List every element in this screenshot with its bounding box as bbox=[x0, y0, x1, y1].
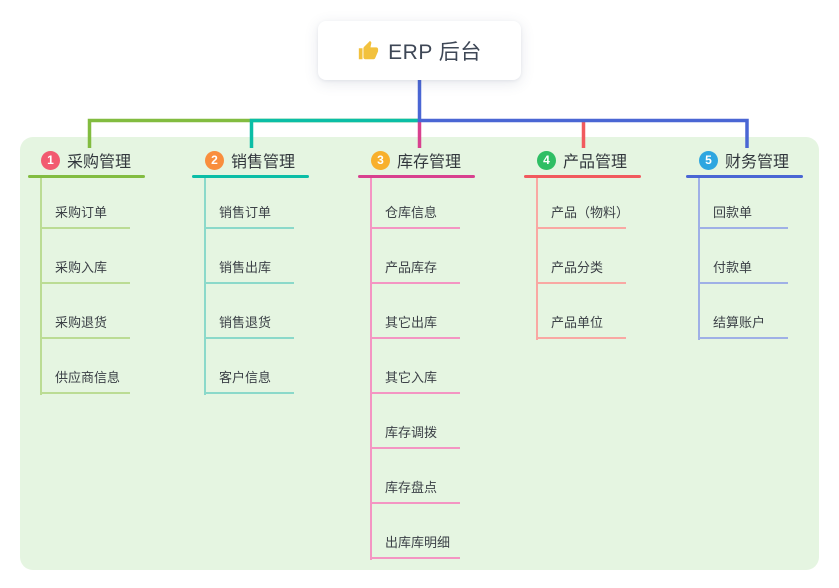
branch-topic[interactable]: 2 销售管理 bbox=[192, 147, 309, 173]
sub-topic[interactable]: 采购入库 bbox=[40, 258, 130, 284]
sub-topic[interactable]: 产品分类 bbox=[536, 258, 626, 284]
branch-label: 产品管理 bbox=[563, 154, 628, 171]
sub-topic[interactable]: 产品（物料） bbox=[536, 203, 629, 229]
sub-topic[interactable]: 回款单 bbox=[698, 203, 788, 229]
sub-topic[interactable]: 产品单位 bbox=[536, 313, 626, 339]
sub-topic[interactable]: 采购订单 bbox=[40, 203, 130, 229]
branch-underline bbox=[358, 175, 475, 178]
branch-underline bbox=[28, 175, 145, 178]
branch-3[interactable]: 3 库存管理 仓库信息产品库存其它出库其它入库库存调拨库存盘点出库库明细 bbox=[358, 147, 475, 560]
branch-2[interactable]: 2 销售管理 销售订单销售出库销售退货客户信息 bbox=[192, 147, 309, 395]
priority-badge-icon: 5 bbox=[699, 150, 718, 170]
root-label: ERP 后台 bbox=[388, 40, 482, 64]
sub-topic[interactable]: 库存调拨 bbox=[370, 423, 460, 449]
sub-topic[interactable]: 仓库信息 bbox=[370, 203, 460, 229]
branch-subtree-line bbox=[204, 178, 206, 395]
branch-topic[interactable]: 4 产品管理 bbox=[524, 147, 641, 173]
branch-label: 财务管理 bbox=[725, 154, 790, 171]
branch-underline bbox=[686, 175, 803, 178]
sub-topic[interactable]: 库存盘点 bbox=[370, 478, 460, 504]
sub-topic[interactable]: 结算账户 bbox=[698, 313, 788, 339]
sub-topic[interactable]: 产品库存 bbox=[370, 258, 460, 284]
priority-badge-icon: 4 bbox=[537, 150, 556, 170]
sub-topic[interactable]: 销售退货 bbox=[204, 313, 294, 339]
priority-badge-icon: 3 bbox=[371, 150, 390, 170]
branch-underline bbox=[524, 175, 641, 178]
branch-underline bbox=[192, 175, 309, 178]
sub-topic[interactable]: 销售出库 bbox=[204, 258, 294, 284]
branch-label: 库存管理 bbox=[397, 154, 462, 171]
sub-topic[interactable]: 客户信息 bbox=[204, 368, 294, 394]
branch-subtree-line bbox=[40, 178, 42, 395]
sub-topic[interactable]: 采购退货 bbox=[40, 313, 130, 339]
branch-label: 采购管理 bbox=[67, 154, 132, 171]
branch-1[interactable]: 1 采购管理 采购订单采购入库采购退货供应商信息 bbox=[28, 147, 145, 395]
branch-topic[interactable]: 5 财务管理 bbox=[686, 147, 803, 173]
branches-panel bbox=[20, 137, 819, 570]
sub-topic[interactable]: 销售订单 bbox=[204, 203, 294, 229]
branch-topic[interactable]: 1 采购管理 bbox=[28, 147, 145, 173]
root-node[interactable]: ERP 后台 bbox=[318, 21, 521, 80]
thumbs-up-icon bbox=[359, 40, 379, 59]
branch-subtree-line bbox=[698, 178, 700, 340]
branch-subtree-line bbox=[536, 178, 538, 340]
branch-label: 销售管理 bbox=[231, 154, 296, 171]
sub-topic[interactable]: 供应商信息 bbox=[40, 368, 130, 394]
sub-topic[interactable]: 付款单 bbox=[698, 258, 788, 284]
priority-badge-icon: 1 bbox=[41, 150, 60, 170]
branch-subtree-line bbox=[370, 178, 372, 560]
priority-badge-icon: 2 bbox=[205, 150, 224, 170]
branch-4[interactable]: 4 产品管理 产品（物料） 产品分类产品单位 bbox=[524, 147, 641, 340]
sub-topic[interactable]: 其它入库 bbox=[370, 368, 460, 394]
branch-5[interactable]: 5 财务管理 回款单付款单结算账户 bbox=[686, 147, 803, 340]
sub-topic[interactable]: 其它出库 bbox=[370, 313, 460, 339]
branch-topic[interactable]: 3 库存管理 bbox=[358, 147, 475, 173]
sub-topic[interactable]: 出库库明细 bbox=[370, 533, 460, 559]
